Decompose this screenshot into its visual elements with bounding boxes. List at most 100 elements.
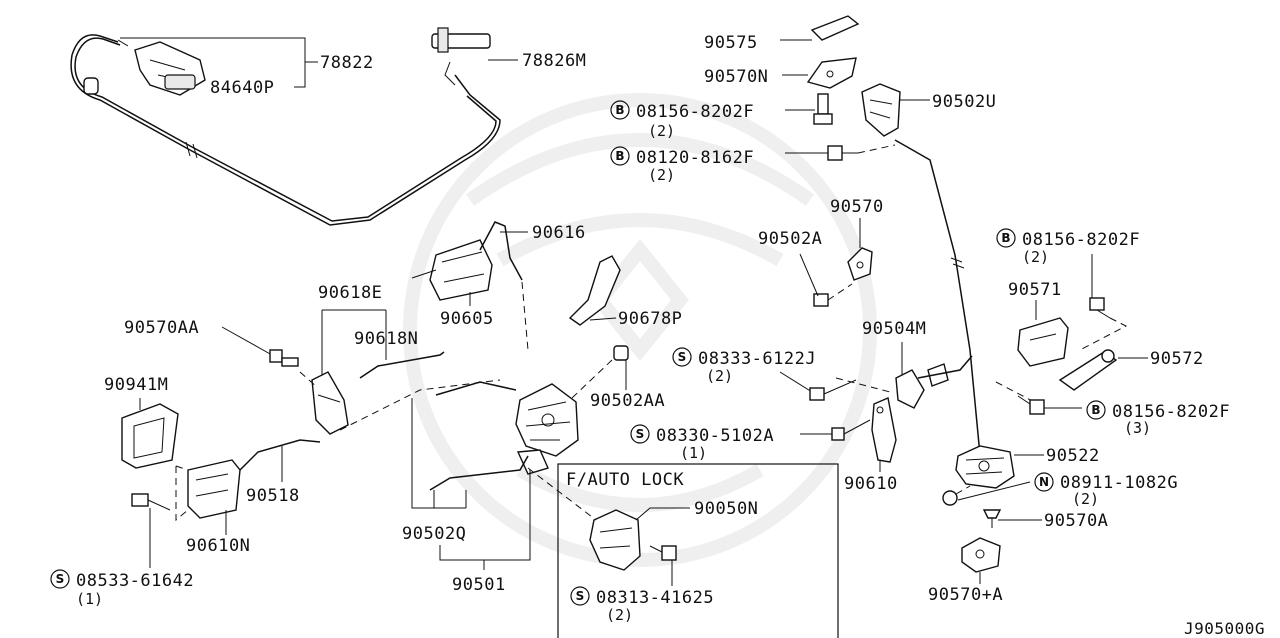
screw-08533 <box>131 493 171 511</box>
label-90502U: 90502U <box>932 92 996 112</box>
link-90610 <box>871 397 897 463</box>
bolt-symbol-letter: B <box>615 103 624 117</box>
label-78826M: 78826M <box>522 51 586 71</box>
lock-knob-assembly-90504M <box>895 355 973 409</box>
label-90504M: 90504M <box>862 319 926 339</box>
screw-08313 <box>649 545 677 561</box>
bolt-symbol <box>996 228 1016 248</box>
label-90518: 90518 <box>246 486 300 506</box>
striker-90570-plus-A <box>961 537 1001 573</box>
door-lock-actuator-90501 <box>515 383 579 475</box>
inset-box-auto-lock <box>557 463 839 638</box>
rod-90518 <box>239 439 321 471</box>
label-90502AA: 90502AA <box>590 391 665 411</box>
striker-90571 <box>1017 317 1069 367</box>
bolt-symbol <box>1086 400 1106 420</box>
label-90571: 90571 <box>1008 280 1062 300</box>
inset-title: F/AUTO LOCK <box>566 470 684 490</box>
label-08330-5102A: 08330-5102A <box>656 426 774 446</box>
inside-handle-escutcheon-90941M <box>121 403 179 469</box>
screw-08330 <box>831 419 871 441</box>
bolt-08120 <box>827 145 858 161</box>
bolt-symbol <box>610 100 630 120</box>
nut-symbol <box>1034 472 1054 492</box>
label-90570: 90570 <box>830 197 884 217</box>
qty-08911: (2) <box>1072 490 1099 508</box>
qty-08156-top: (2) <box>648 122 675 140</box>
bolt-08156-right <box>1089 297 1111 319</box>
label-90570-plus-A: 90570+A <box>928 585 1003 605</box>
nut-08911 <box>942 490 958 506</box>
bolt-symbol <box>610 146 630 166</box>
screw-08333 <box>809 379 857 401</box>
qty-08333: (2) <box>706 367 733 385</box>
inside-handle-90610N <box>187 459 241 519</box>
bolt-symbol-letter: B <box>615 149 624 163</box>
rod-90618N <box>359 351 445 379</box>
bracket-90678P <box>568 255 621 326</box>
label-08313-41625: 08313-41625 <box>596 588 714 608</box>
label-90570AA: 90570AA <box>124 318 199 338</box>
label-90575: 90575 <box>704 33 758 53</box>
label-08156-8202F-top: 08156-8202F <box>636 102 754 122</box>
bolt-symbol-letter: B <box>1001 231 1010 245</box>
label-90570A: 90570A <box>1044 511 1108 531</box>
bolt-90570AA <box>269 349 299 367</box>
label-08533-61642: 08533-61642 <box>76 571 194 591</box>
leader-78822 <box>120 37 318 88</box>
qty-08120: (2) <box>648 166 675 184</box>
qty-08156-lower: (3) <box>1124 419 1151 437</box>
label-90610: 90610 <box>844 474 898 494</box>
qty-08313: (2) <box>606 606 633 624</box>
diagram-id: J905000G <box>1184 619 1265 638</box>
hood-release-cable-assembly <box>70 34 501 226</box>
outside-handle-90605 <box>411 239 493 301</box>
screw-symbol-letter: S <box>576 589 585 603</box>
rod-90616 <box>479 221 523 281</box>
screw-symbol <box>50 569 70 589</box>
bolt-symbol-letter: B <box>1091 403 1100 417</box>
qty-08156-right: (2) <box>1022 248 1049 266</box>
label-90501: 90501 <box>452 575 506 595</box>
label-90502A: 90502A <box>758 229 822 249</box>
screw-symbol-letter: S <box>56 572 65 586</box>
screw-symbol <box>672 347 692 367</box>
rod-90502Q <box>429 381 529 491</box>
label-78822: 78822 <box>320 53 374 73</box>
label-84640P: 84640P <box>210 78 274 98</box>
label-90050N: 90050N <box>694 499 758 519</box>
bracket-90502U <box>861 83 901 137</box>
qty-08330: (1) <box>680 444 707 462</box>
label-08333-6122J: 08333-6122J <box>698 349 816 369</box>
label-90502Q: 90502Q <box>402 524 466 544</box>
bracket-90575 <box>810 15 860 41</box>
label-08911-1082G: 08911-1082G <box>1060 473 1178 493</box>
label-90522: 90522 <box>1046 446 1100 466</box>
label-90572: 90572 <box>1150 349 1204 369</box>
cable-grommet <box>83 77 99 95</box>
lock-rod-right <box>894 139 981 456</box>
watermark-emblem <box>403 93 877 567</box>
label-90618E: 90618E <box>318 283 382 303</box>
label-90610N: 90610N <box>186 536 250 556</box>
label-90616: 90616 <box>532 223 586 243</box>
label-90570N: 90570N <box>704 67 768 87</box>
door-lock-90522 <box>955 445 1015 489</box>
bracket-90570 <box>847 247 873 281</box>
bolt-90502A <box>813 283 853 307</box>
label-08156-8202F-lower: 08156-8202F <box>1112 402 1230 422</box>
lock-bracket-left <box>311 371 349 435</box>
label-90605: 90605 <box>440 309 494 329</box>
screw-90570A <box>982 509 1002 528</box>
auto-lock-actuator-90050N <box>589 509 641 571</box>
bolt-08156-lower <box>1017 395 1045 415</box>
bolt-08156-top <box>813 93 833 125</box>
screw-symbol-letter: S <box>678 350 687 364</box>
screw-symbol-letter: S <box>636 427 645 441</box>
screw-symbol <box>630 424 650 444</box>
check-link-90572 <box>1058 349 1118 391</box>
label-08156-8202F-right: 08156-8202F <box>1022 230 1140 250</box>
label-08120-8162F: 08120-8162F <box>636 148 754 168</box>
screw-symbol <box>570 586 590 606</box>
